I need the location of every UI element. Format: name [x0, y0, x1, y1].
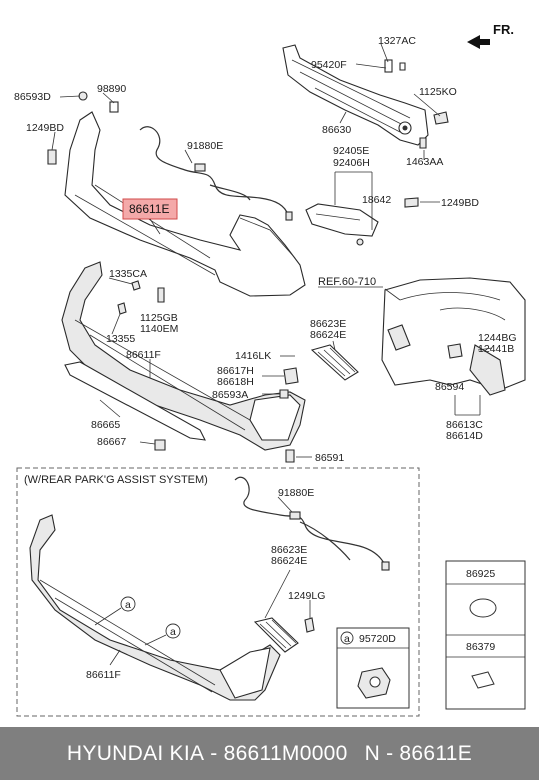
footer-separator-2: -: [386, 741, 394, 765]
label-92406H: 92406H: [333, 157, 370, 169]
label-86614D: 86614D: [446, 430, 483, 442]
label-95720D: 95720D: [359, 633, 396, 645]
label-13355: 13355: [106, 333, 135, 345]
screw-1125GB: [157, 287, 165, 303]
part-number-footer: HYUNDAI KIA - 86611M0000 N - 86611E: [0, 727, 539, 780]
pad-86379: [471, 671, 495, 689]
vent-grille-middle: [310, 340, 359, 381]
vent-grille-pas: [253, 617, 299, 653]
footer-n: N: [364, 741, 381, 765]
label-86624E-b: 86624E: [271, 555, 307, 567]
label-86624E-a: 86624E: [310, 329, 346, 341]
label-86925: 86925: [466, 568, 495, 580]
label-12441B: 12441B: [478, 343, 514, 355]
rear-bumper-lower-bottom: a a: [29, 514, 281, 701]
label-86667: 86667: [97, 436, 126, 448]
bumper-bracket-side: [469, 344, 506, 396]
vent-grille: [310, 344, 359, 381]
reflector-assembly: [305, 171, 440, 246]
label-86665: 86665: [91, 419, 120, 431]
label-86630: 86630: [322, 124, 351, 136]
screw-1249BD-right: [404, 197, 419, 208]
wiring-harness-bottom: [234, 476, 390, 571]
park-assist-section-frame: [16, 467, 420, 717]
label-1140EM: 1140EM: [140, 323, 178, 335]
label-86617H: 86617H: [217, 365, 254, 377]
label-86591: 86591: [315, 452, 344, 464]
label-1416LK: 1416LK: [235, 350, 271, 362]
bolt-1125KO: [433, 111, 449, 125]
footer-part-number: 86611M0000: [223, 741, 348, 765]
legend-a-circle: [340, 631, 354, 645]
label-86379: 86379: [466, 641, 495, 653]
bumper-cover: [64, 111, 306, 297]
label-86611E: 86611E: [129, 202, 169, 216]
small-parts-box: [445, 560, 526, 710]
wiring-harness-top: [139, 126, 293, 221]
legend-a-label: a: [344, 633, 350, 645]
clip-86593A: [279, 389, 289, 399]
label-1244BG: 1244BG: [478, 332, 517, 344]
rear-bumper-rail-assembly: [282, 43, 449, 160]
rear-reflector: [305, 203, 379, 237]
screw-86591: [285, 449, 295, 463]
label-1249LG: 1249LG: [288, 590, 325, 602]
label-ref: REF.60-710: [318, 276, 376, 288]
label-18642: 18642: [362, 194, 391, 206]
callout-a-1: [120, 596, 136, 612]
clip-13355: [117, 302, 127, 315]
label-86611F-top: 86611F: [126, 349, 161, 361]
bumper-rail: [282, 44, 429, 146]
label-1327AC: 1327AC: [378, 35, 416, 47]
label-86623E-b: 86623E: [271, 544, 307, 556]
callout-a-2-label: a: [170, 626, 176, 638]
clip-98890: [109, 101, 119, 113]
label-1125KO: 1125KO: [419, 86, 457, 98]
label-86618H: 86618H: [217, 376, 254, 388]
section-title: (W/REAR PARK'G ASSIST SYSTEM): [24, 474, 208, 486]
label-91880E-top: 91880E: [187, 140, 223, 152]
front-label: FR.: [493, 22, 514, 37]
bracket-86617H: [283, 367, 299, 385]
footer-reference: 86611E: [399, 741, 473, 765]
screw-1249LG: [304, 617, 315, 633]
sensor-legend-box: a 95720D: [336, 627, 410, 709]
label-95420F: 95420F: [311, 59, 347, 71]
label-86593D-top: 86593D: [14, 91, 51, 103]
label-86611F-bottom: 86611F: [86, 669, 121, 681]
footer-separator-1: -: [210, 741, 218, 765]
label-98890: 98890: [97, 83, 126, 95]
label-1335CA: 1335CA: [109, 268, 147, 280]
label-1249BD-left: 1249BD: [26, 122, 64, 134]
label-86593A: 86593A: [212, 389, 248, 401]
footer-brand-hyundai: HYUNDAI: [66, 741, 164, 765]
clip-86593D: [78, 91, 88, 101]
nut-1463AA: [419, 137, 427, 149]
label-86613C: 86613C: [446, 419, 483, 431]
screw-1249BD-left: [47, 149, 57, 165]
clip-1327AC: [384, 59, 393, 73]
label-1249BD-right: 1249BD: [441, 197, 479, 209]
clip-1335CA: [131, 280, 141, 291]
label-92405E: 92405E: [333, 145, 369, 157]
rear-bumper-cover-upper: [47, 91, 306, 297]
front-direction-indicator: FR.: [467, 22, 514, 49]
callout-a-1-label: a: [125, 599, 131, 611]
cap-86925: [469, 598, 497, 618]
label-91880E-bottom: 91880E: [278, 487, 314, 499]
footer-brand-kia: KIA: [169, 741, 205, 765]
arrow-icon: [467, 35, 490, 49]
vent-grille-bottom: [253, 569, 315, 653]
rear-bumper-lower-middle: [61, 261, 312, 463]
label-86623E-a: 86623E: [310, 318, 346, 330]
label-1463AA: 1463AA: [406, 156, 443, 168]
label-1125GB: 1125GB: [140, 312, 178, 324]
clip-86667: [154, 439, 166, 451]
label-86594: 86594: [435, 381, 464, 393]
lower-trim-86665: [64, 361, 206, 441]
clip-86594: [447, 343, 463, 359]
callout-a-2: [165, 623, 181, 639]
body-reference-section: [381, 277, 526, 416]
